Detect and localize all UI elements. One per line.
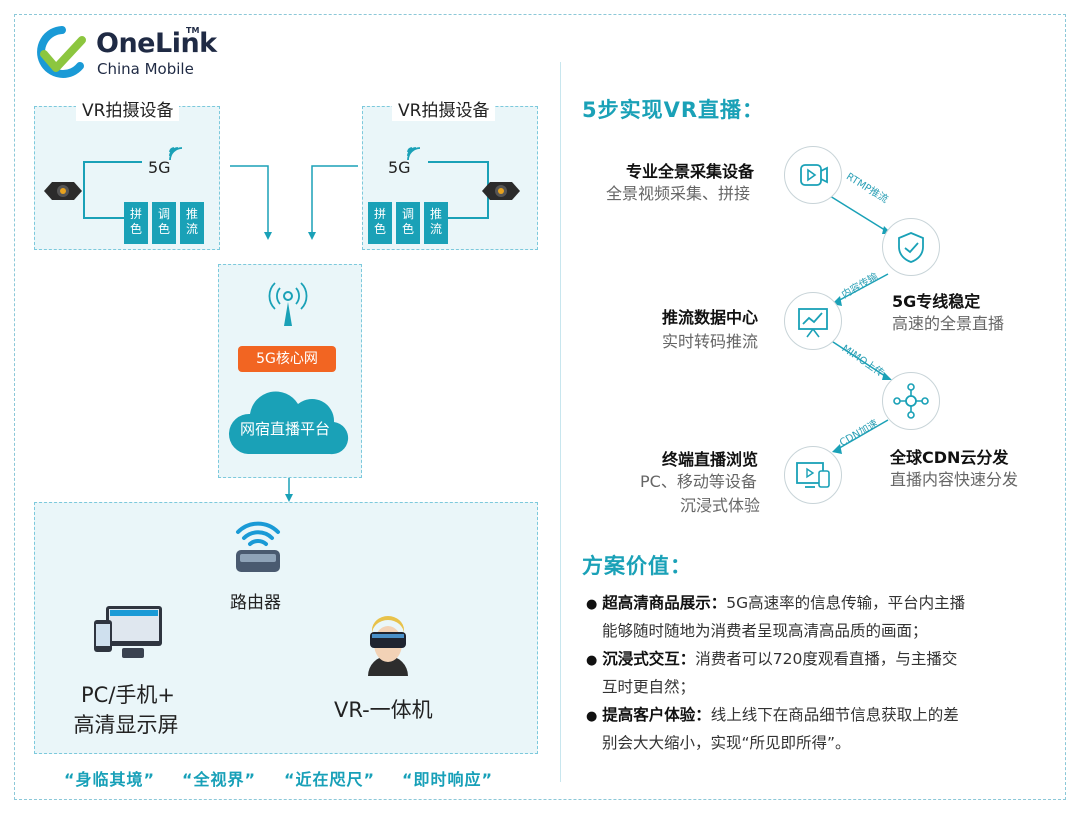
step-color: 调色 <box>152 202 176 244</box>
outer-frame <box>14 14 1066 800</box>
shield-check-icon <box>898 232 924 263</box>
monitor-phone-icon <box>796 462 830 488</box>
step5-sub2: 沉浸式体验 <box>680 496 761 515</box>
wifi-icon <box>404 142 426 164</box>
video-camera-icon <box>800 164 828 186</box>
vr-camera-icon <box>40 176 86 206</box>
step3-sub: 实时转码推流 <box>662 332 759 351</box>
section-divider <box>560 62 561 782</box>
tag-realtime: “即时响应” <box>402 770 494 789</box>
value-item-hd: ● 超高清商品展示：5G高速率的信息传输，平台内主播 能够随时随地为消费者呈现高… <box>586 590 1056 644</box>
value-immersive-bold: 沉浸式交互： <box>602 650 696 668</box>
step3-circle <box>784 292 842 350</box>
cloud-icon <box>222 384 358 464</box>
antenna-icon <box>268 280 308 328</box>
camera-wiring-right <box>418 160 490 220</box>
step5-title: 终端直播浏览 <box>662 450 759 469</box>
step-stitch: 拼色 <box>124 202 148 244</box>
router-label: 路由器 <box>230 593 281 613</box>
value-immersive-line2: 互时更自然； <box>602 678 696 696</box>
step5-sub1: PC、移动等设备 <box>640 472 757 491</box>
camera-wiring-left <box>82 160 162 220</box>
step-push: 推流 <box>180 202 204 244</box>
bullet-icon: ● <box>586 653 598 668</box>
step3-title: 推流数据中心 <box>662 308 759 327</box>
value-immersive-line1: 消费者可以720度观看直播，与主播交 <box>695 650 958 668</box>
step2-sub: 高速的全景直播 <box>892 314 1005 333</box>
value-item-experience: ● 提高客户体验：线上线下在商品细节信息获取上的差 别会大大缩小，实现“所见即所… <box>586 702 1056 756</box>
step4-circle <box>882 372 940 430</box>
core-network-label: 5G核心网 <box>238 346 336 372</box>
value-title: 方案价值： <box>582 554 692 578</box>
step1-sub: 全景视频采集、拼接 <box>606 184 751 203</box>
logo-brand: OneLink <box>96 28 217 59</box>
bullet-icon: ● <box>586 709 598 724</box>
tag-full-view: “全视界” <box>182 770 257 789</box>
steps-title: 5步实现VR直播： <box>582 98 765 122</box>
vr-device-label: VR-一体机 <box>334 698 433 722</box>
logo-subtitle: China Mobile <box>97 60 194 78</box>
value-hd-bold: 超高清商品展示： <box>602 594 727 612</box>
step1-circle <box>784 146 842 204</box>
logo-trademark: TM <box>186 26 200 35</box>
step4-sub: 直播内容快速分发 <box>890 470 1019 489</box>
tag-close-range: “近在咫尺” <box>284 770 376 789</box>
step-push: 推流 <box>424 202 448 244</box>
capture-title-right: VR拍摄设备 <box>392 96 496 121</box>
router-icon <box>232 514 284 576</box>
step1-title: 专业全景采集设备 <box>626 162 755 181</box>
onelink-logo-icon <box>32 26 92 78</box>
value-experience-bold: 提高客户体验： <box>602 706 711 724</box>
signal-5g-right: 5G <box>388 158 411 177</box>
network-nodes-icon <box>893 383 929 419</box>
pc-label-line1: PC/手机+ <box>81 683 175 707</box>
bullet-icon: ● <box>586 597 598 612</box>
step4-title: 全球CDN云分发 <box>890 448 1009 467</box>
vr-camera-icon <box>478 176 524 206</box>
signal-5g-left: 5G <box>148 158 171 177</box>
core-down-arrow <box>282 478 296 502</box>
step5-circle <box>784 446 842 504</box>
pc-label: PC/手机+ 高清显示屏 <box>72 680 184 740</box>
terminal-box <box>34 502 538 754</box>
presentation-chart-icon <box>798 308 828 338</box>
tag-immersive: “身临其境” <box>64 770 156 789</box>
vr-headset-person-icon <box>360 612 416 676</box>
pc-label-line2: 高清显示屏 <box>73 713 179 737</box>
step2-title: 5G专线稳定 <box>892 292 981 311</box>
pc-phone-icon <box>92 604 164 662</box>
capture-title-left: VR拍摄设备 <box>76 96 180 121</box>
value-hd-line2: 能够随时随地为消费者呈现高清高品质的画面； <box>602 622 928 640</box>
value-item-immersive: ● 沉浸式交互：消费者可以720度观看直播，与主播交 互时更自然； <box>586 646 1056 700</box>
step2-circle <box>882 218 940 276</box>
flow-arrows <box>228 160 368 244</box>
value-experience-line2: 别会大大缩小，实现“所见即所得”。 <box>602 734 851 752</box>
step-stitch: 拼色 <box>368 202 392 244</box>
platform-label: 网宿直播平台 <box>240 420 331 438</box>
value-hd-line1: 5G高速率的信息传输，平台内主播 <box>726 594 966 612</box>
wifi-icon <box>166 142 188 164</box>
value-experience-line1: 线上线下在商品细节信息获取上的差 <box>710 706 959 724</box>
step-color: 调色 <box>396 202 420 244</box>
